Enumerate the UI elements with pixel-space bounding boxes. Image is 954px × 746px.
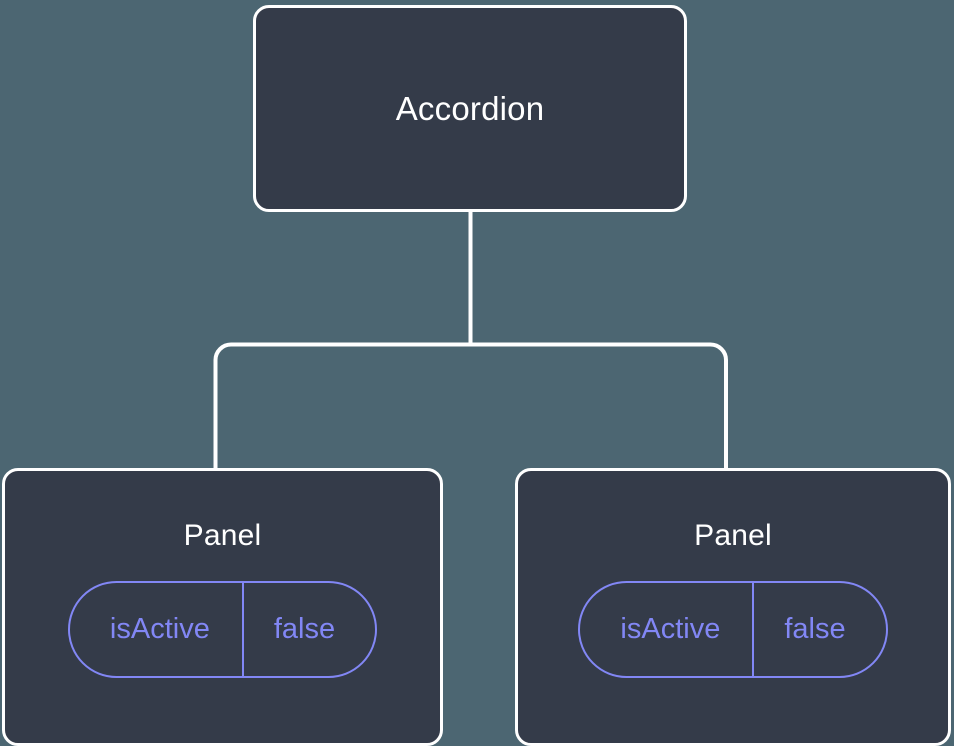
connector-branch-left [213, 342, 471, 470]
state-badge-value: false [784, 613, 846, 645]
state-badge-key: isActive [70, 583, 244, 676]
state-badge-panel-2[interactable]: isActive false [578, 581, 888, 678]
node-accordion[interactable]: Accordion [253, 5, 687, 212]
state-badge-value: false [273, 613, 336, 645]
node-panel-1[interactable]: Panel isActive false [2, 468, 443, 746]
node-panel-1-label: Panel [183, 519, 262, 552]
connector-branch-right [470, 342, 728, 470]
node-panel-2[interactable]: Panel isActive false [515, 468, 951, 746]
node-accordion-label: Accordion [395, 90, 545, 127]
state-badge-panel-1[interactable]: isActive false [67, 581, 378, 678]
state-badge-key: isActive [580, 583, 755, 676]
node-panel-2-label: Panel [694, 519, 772, 552]
